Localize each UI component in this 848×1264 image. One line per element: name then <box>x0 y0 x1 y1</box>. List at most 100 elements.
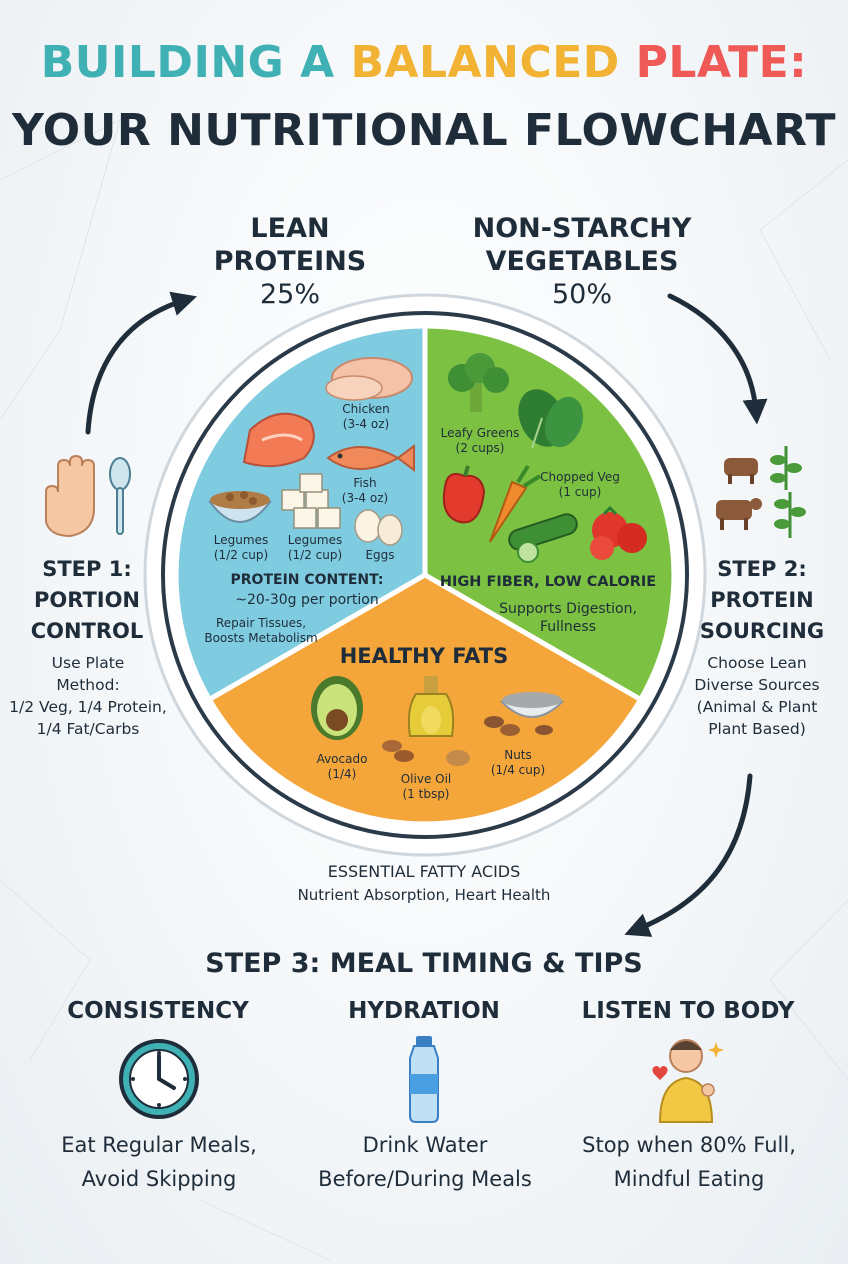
hand-icon <box>45 454 95 538</box>
step1-l1: STEP 1: <box>42 557 132 581</box>
step2-title: STEP 2: PROTEIN SOURCING <box>682 554 842 647</box>
leafy-greens-label: Leafy Greens (2 cups) <box>432 426 528 456</box>
person-icon <box>652 1039 724 1123</box>
tofu-icon <box>281 473 341 529</box>
nuts-label: Nuts (1/4 cup) <box>476 748 560 778</box>
eggs-icon <box>354 509 403 546</box>
eggs-label: Eggs <box>365 548 395 562</box>
olive-oil-label: Olive Oil (1 tbsp) <box>386 772 466 802</box>
title-word-plate: PLATE: <box>635 37 808 88</box>
step1-d2: Method: <box>56 676 120 694</box>
fatty-acids-title: ESSENTIAL FATTY ACIDS <box>327 862 521 881</box>
tip-consistency-l1: Eat Regular Meals, <box>61 1133 257 1157</box>
veg-benefit: Supports Digestion, Fullness <box>488 600 648 636</box>
leafy-greens-icon <box>518 389 584 449</box>
step2-icons <box>716 446 806 538</box>
step2-d3: (Animal & Plant <box>696 698 818 716</box>
avocado-l1: Avocado <box>316 752 368 766</box>
nuts-l2: (1/4 cup) <box>490 763 546 777</box>
step2-l1: STEP 2: <box>717 557 807 581</box>
step2-l2: PROTEIN <box>710 588 814 612</box>
step3-title: STEP 3: MEAL TIMING & TIPS <box>205 948 643 979</box>
lean-proteins-header: LEAN PROTEINS 25% <box>180 212 400 311</box>
nuts-bowl-icon <box>484 692 565 736</box>
title-word-building: BUILDING A <box>40 37 351 88</box>
avocado-label: Avocado (1/4) <box>300 752 384 782</box>
chicken-label: Chicken (3-4 oz) <box>318 402 414 432</box>
veg-benefit-l2: Fullness <box>539 619 596 635</box>
step1-l2: PORTION <box>33 588 141 612</box>
fish-label-l1: Fish <box>353 476 377 490</box>
greens-l2: (2 cups) <box>455 441 505 455</box>
fatty-acids-subtitle: Nutrient Absorption, Heart Health <box>297 886 551 904</box>
veg-benefit-l1: Supports Digestion, <box>499 601 637 617</box>
protein-benefit-l2: Boosts Metabolism <box>204 631 318 645</box>
legumes2-l1: Legumes <box>287 533 343 547</box>
vegetables-percent: 50% <box>551 279 612 310</box>
vegetables-header: NON-STARCHY VEGETABLES 50% <box>452 212 712 311</box>
chopped-l2: (1 cup) <box>558 485 602 499</box>
balanced-plate <box>143 293 707 857</box>
tip-hydration-text: Drink Water Before/During Meals <box>302 1128 548 1196</box>
olive-l1: Olive Oil <box>400 772 452 786</box>
greens-l1: Leafy Greens <box>440 426 520 440</box>
legumes2-l2: (1/2 cup) <box>287 548 343 562</box>
legumes-label-2: Legumes (1/2 cup) <box>272 533 358 563</box>
tip-hydration-l2: Before/During Meals <box>318 1167 532 1191</box>
step2-d2: Diverse Sources <box>694 676 820 694</box>
chopped-l1: Chopped Veg <box>540 470 620 484</box>
chicken-label-l1: Chicken <box>342 402 390 416</box>
avocado-l2: (1/4) <box>327 767 357 781</box>
step1-icons <box>45 454 131 538</box>
salmon-icon <box>242 412 315 468</box>
spoon-icon <box>109 457 131 535</box>
legumes1-l1: Legumes <box>213 533 269 547</box>
cow-icon <box>716 458 762 530</box>
carrot-icon <box>489 464 542 543</box>
healthy-fats-headline: HEALTHY FATS <box>339 644 509 668</box>
step2-d4: Plant Based) <box>708 720 806 738</box>
title-line-2: YOUR NUTRITIONAL FLOWCHART <box>11 105 836 156</box>
water-bottle-icon <box>409 1036 439 1123</box>
legumes-bowl-icon <box>207 491 273 523</box>
chicken-label-l2: (3-4 oz) <box>342 417 390 431</box>
broccoli-icon <box>448 353 509 412</box>
title-line-1: BUILDING A BALANCED PLATE: <box>0 36 848 90</box>
title-word-balanced: BALANCED <box>350 37 636 88</box>
step1-description: Use Plate Method: 1/2 Veg, 1/4 Protein, … <box>0 652 176 740</box>
tip-listen-title: LISTEN TO BODY <box>581 998 795 1024</box>
step1-d3: 1/2 Veg, 1/4 Protein, <box>9 698 167 716</box>
chopped-veg-label: Chopped Veg (1 cup) <box>530 470 630 500</box>
avocado-icon <box>311 676 363 740</box>
olive-oil-icon <box>407 676 455 737</box>
lean-proteins-line2: PROTEINS <box>213 246 367 277</box>
arrow-step1-to-proteins <box>85 291 197 435</box>
step1-l3: CONTROL <box>30 619 144 643</box>
protein-content-title: PROTEIN CONTENT: <box>230 572 384 588</box>
tip-listen-l1: Stop when 80% Full, <box>582 1133 796 1157</box>
vegetables-line1: NON-STARCHY <box>472 213 692 244</box>
clock-icon <box>119 1039 199 1119</box>
legumes1-l2: (1/2 cup) <box>213 548 269 562</box>
lean-proteins-line1: LEAN <box>250 213 330 244</box>
tip-listen-l2: Mindful Eating <box>613 1167 765 1191</box>
plant-icon <box>770 446 806 538</box>
plate-outer-ring <box>161 311 689 839</box>
tip-listen-text: Stop when 80% Full, Mindful Eating <box>566 1128 812 1196</box>
tip-consistency-l2: Avoid Skipping <box>81 1167 237 1191</box>
vegetable-section <box>422 323 677 703</box>
cucumber-icon <box>508 513 578 563</box>
legumes-label-1: Legumes (1/2 cup) <box>198 533 284 563</box>
tip-consistency-title: CONSISTENCY <box>67 998 249 1024</box>
vegetables-line2: VEGETABLES <box>485 246 679 277</box>
bell-pepper-icon <box>442 465 486 524</box>
fish-label-l2: (3-4 oz) <box>341 491 389 505</box>
step1-d1: Use Plate <box>51 654 125 672</box>
step1-title: STEP 1: PORTION CONTROL <box>14 554 160 647</box>
fish-label: Fish (3-4 oz) <box>322 476 408 506</box>
step2-l3: SOURCING <box>699 619 825 643</box>
tip-hydration-l1: Drink Water <box>362 1133 488 1157</box>
protein-benefit-l1: Repair Tissues, <box>215 616 307 630</box>
